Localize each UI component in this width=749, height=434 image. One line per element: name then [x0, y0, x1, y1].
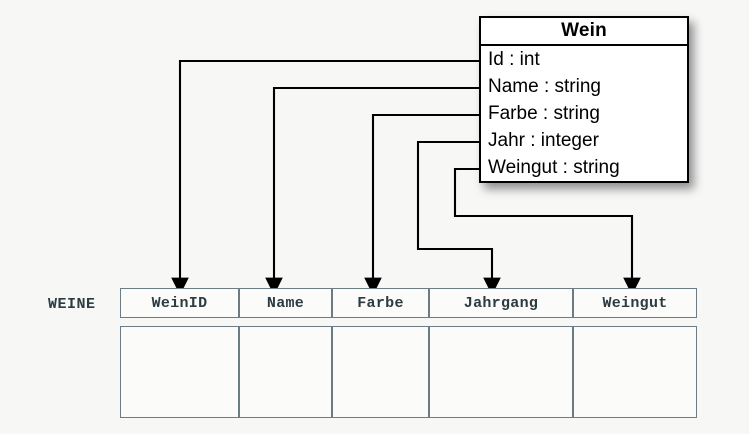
relational-table-name: WEINE: [48, 296, 96, 313]
uml-class-title: Wein: [481, 18, 687, 46]
column-header-name: Name: [239, 288, 332, 318]
column-header-jahrgang: Jahrgang: [429, 288, 573, 318]
uml-attribute-jahr: Jahr : integer: [488, 130, 599, 151]
table-spacer-cell: [332, 318, 429, 326]
relational-table: WeinID Name Farbe Jahrgang Weingut: [120, 288, 697, 418]
table-cell-weinid: [120, 326, 239, 418]
table-spacer-cell: [120, 318, 239, 326]
table-cell-weingut: [573, 326, 697, 418]
table-spacer-cell: [573, 318, 697, 326]
table-spacer-cell: [239, 318, 332, 326]
uml-attribute-list: Id : int Name : string Farbe : string Ja…: [481, 46, 687, 181]
connector-farbe-to-farbe: [364, 113, 479, 296]
uml-attribute-farbe: Farbe : string: [488, 103, 600, 124]
column-header-farbe: Farbe: [332, 288, 429, 318]
uml-attribute-name: Name : string: [488, 76, 601, 97]
table-cell-jahrgang: [429, 326, 573, 418]
table-cell-farbe: [332, 326, 429, 418]
table-row: [120, 326, 697, 418]
table-spacer-row: [120, 318, 697, 326]
column-header-weinid: WeinID: [120, 288, 239, 318]
column-header-weingut: Weingut: [573, 288, 697, 318]
connector-name-to-name: [265, 86, 479, 296]
relational-table-region: WEINE WeinID Name Farbe Jahrgang Weingut: [48, 288, 697, 418]
table-header-row: WeinID Name Farbe Jahrgang Weingut: [120, 288, 697, 318]
table-cell-name: [239, 326, 332, 418]
uml-attribute-id: Id : int: [488, 49, 540, 70]
connector-id-to-weinid: [171, 59, 479, 296]
connector-weingut-to-weingut: [453, 167, 641, 296]
uml-attribute-weingut: Weingut : string: [488, 157, 620, 178]
uml-class-box: Wein Id : int Name : string Farbe : stri…: [479, 16, 689, 183]
table-spacer-cell: [429, 318, 573, 326]
